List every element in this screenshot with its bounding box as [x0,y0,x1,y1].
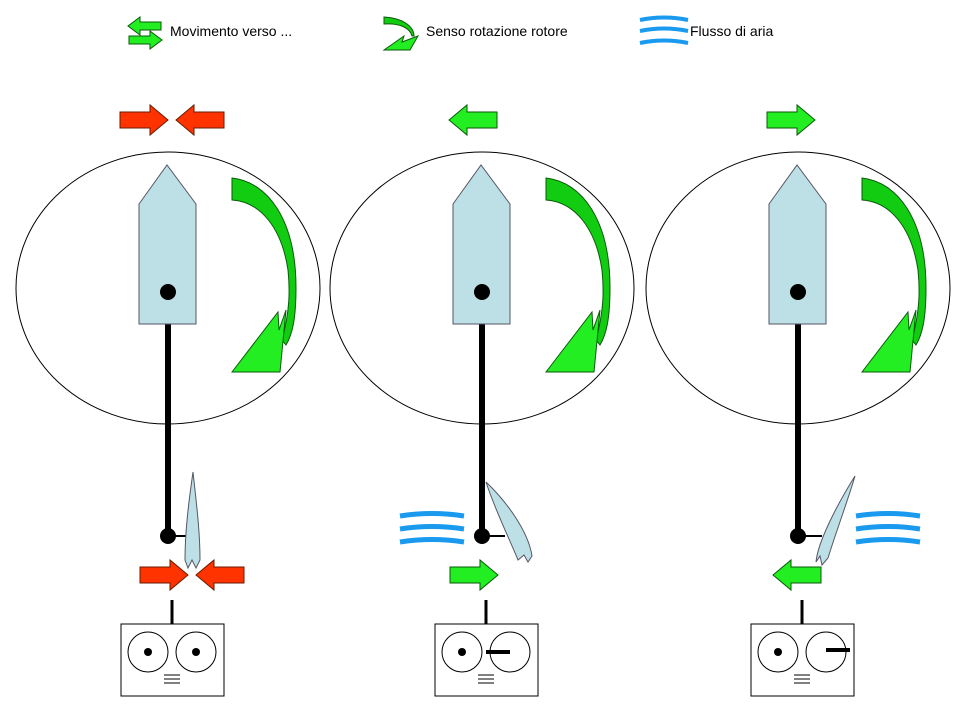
tail-rotor-blade [485,481,533,563]
right-gimbal [175,631,217,673]
air-flow-line [399,511,465,519]
transmitter-body [120,623,225,697]
radio-transmitter-icon [750,600,855,697]
radio-transmitter-icon [120,600,225,697]
rotation-arrow-head [544,309,601,373]
movement-arrow-left [448,103,498,137]
double-arrow-icon [127,16,163,50]
air-flow-icon [399,511,465,545]
rotation-arrow-body [545,177,611,346]
movement-arrow-left [195,558,245,592]
left-stick [144,648,152,656]
legend-label-rotation: Senso rotazione rotore [426,23,568,39]
left-stick [458,648,466,656]
legend-item-movement: Movimento verso ... [127,16,292,50]
air-flow-icon [639,15,689,45]
tail-rotor-blade [815,475,856,567]
fuselage [768,164,827,325]
rotor-hub [790,284,806,300]
movement-arrow-left [175,103,225,137]
panel-turn-left [329,103,635,697]
legend-label-movement: Movimento verso ... [170,23,292,39]
air-flow-line [399,524,465,532]
legend-item-air-flow: Flusso di aria [639,15,773,45]
right-stick [192,648,200,656]
fuselage [452,164,511,325]
rotor-hub [160,284,176,300]
left-gimbal [757,631,799,673]
air-flow-line [855,537,921,545]
left-stick [774,648,782,656]
left-gimbal [441,631,483,673]
legend-item-rotation: Senso rotazione rotore [382,16,568,51]
air-flow-icon [855,511,921,545]
air-flow-line [855,511,921,519]
rotation-arrow-body [861,177,927,346]
movement-arrow-right [119,103,169,137]
panel-turn-right [645,103,951,697]
movement-arrow-left [772,558,822,592]
rotor-hub [474,284,490,300]
rotation-arrow-icon [860,177,927,373]
rotation-arrow-icon [544,177,611,373]
transmitter-body [750,623,855,697]
movement-arrow-right [449,558,499,592]
movement-arrow-right [766,103,816,137]
movement-arrow-right [139,558,189,592]
transmitter-body [434,623,539,697]
air-flow-line [399,537,465,545]
left-gimbal [127,631,169,673]
legend: Movimento verso ... Senso rotazione roto… [127,15,773,51]
curved-arrow-icon [382,16,420,51]
radio-transmitter-icon [434,600,539,697]
legend-label-air-flow: Flusso di aria [690,23,773,39]
rotation-arrow-head [860,309,917,373]
fuselage [138,164,197,325]
tail-rotor-blade [184,471,201,570]
rotation-arrow-body [231,177,297,346]
air-flow-line [855,524,921,532]
rotation-arrow-head [230,309,287,373]
panel-neutral [15,103,321,697]
rotation-arrow-icon [230,177,297,373]
